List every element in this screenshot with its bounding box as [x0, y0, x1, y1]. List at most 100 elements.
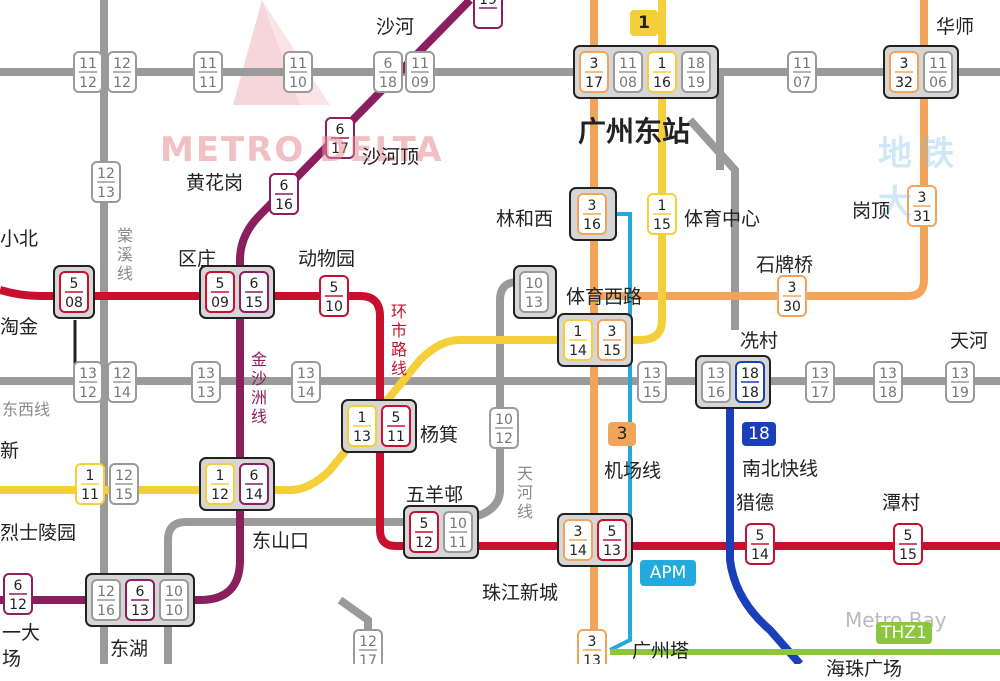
line5-path: [0, 286, 1000, 550]
station-badge-6-15: 615: [239, 271, 269, 313]
badge-line-number: 13: [879, 366, 897, 382]
station-shipaiqiao: 石牌桥: [756, 254, 814, 276]
badge-station-number: 14: [113, 385, 131, 401]
badge-station-number: 15: [643, 385, 661, 401]
badge-line-number: 5: [904, 528, 913, 544]
badge-line-number: 11: [199, 56, 217, 72]
badge-line-number: 13: [297, 366, 315, 382]
badge-station-number: 30: [783, 299, 801, 315]
station-xiaobei: 小北: [0, 228, 39, 250]
badge-line-number: 11: [79, 56, 97, 72]
station-liede: 猎德: [736, 492, 775, 514]
badge-station-number: 10: [165, 603, 183, 619]
badge-line-number: 11: [793, 56, 811, 72]
station-taojin: 淘金: [0, 316, 39, 338]
badge-station-number: 08: [619, 75, 637, 91]
badge-line-number: 12: [97, 166, 115, 182]
badge-station-number: 14: [751, 547, 769, 563]
badge-line-number: 3: [588, 198, 597, 214]
badge-station-number: 13: [97, 185, 115, 201]
badge-station-number: 15: [115, 487, 133, 503]
badge-station-number: 14: [297, 385, 315, 401]
station-badge-3-30: 330: [777, 275, 807, 317]
badge-station-number: 12: [9, 597, 27, 613]
station-guangzhouta: 广州塔: [632, 640, 690, 662]
badge-station-number: 19: [687, 75, 705, 91]
badge-station-number: 17: [811, 385, 829, 401]
station-yangji: 杨箕: [420, 424, 459, 446]
badge-line-number: 6: [136, 584, 145, 600]
station-badge-3-17: 317: [579, 51, 609, 93]
badge-line-number: 5: [330, 280, 339, 296]
station-badge-3-14: 314: [563, 519, 593, 561]
badge-line-number: 1: [216, 468, 225, 484]
badge-station-number: 18: [741, 385, 759, 401]
grid-lines: [0, 0, 1000, 664]
badge-station-number: 17: [585, 75, 603, 91]
station-linhexi: 林和西: [496, 208, 554, 230]
station-guangzhou-east: 广州东站: [578, 115, 691, 148]
badge-line-number: 1: [658, 198, 667, 214]
station-dongshankou: 东山口: [252, 530, 310, 552]
station-badge-6-17: 617: [325, 117, 355, 159]
badge-line-number: 10: [165, 584, 183, 600]
line11-diag: [687, 117, 739, 330]
station-badge-3-31: 331: [907, 185, 937, 227]
badge-station-number: 11: [449, 535, 467, 551]
badge-station-number: 14: [569, 543, 587, 559]
badge-station-number: 16: [97, 603, 115, 619]
station-badge-5-10: 510: [319, 275, 349, 317]
badge-line-number: 6: [336, 122, 345, 138]
badge-station-number: 19: [951, 385, 969, 401]
station-ouzhuang: 区庄: [178, 248, 217, 270]
badge-line-number: 5: [608, 524, 617, 540]
badge-line-number: 3: [918, 190, 927, 206]
station-badge-3-16: 316: [577, 193, 607, 235]
badge-station-number: 09: [411, 75, 429, 91]
badge-line-number: 6: [250, 468, 259, 484]
station-badge-5-15: 515: [893, 523, 923, 565]
line-name-jinshazhou: 金沙洲线: [250, 350, 267, 426]
badge-line-number: 11: [929, 56, 947, 72]
badge-line-number: 5: [420, 516, 429, 532]
station-gangding: 岗顶: [852, 200, 891, 222]
badge-station-number: 12: [415, 535, 433, 551]
station-badge-1-15: 115: [647, 193, 677, 235]
station-badge-5-11: 511: [381, 405, 411, 447]
tag-thz1: THZ1: [876, 622, 932, 644]
station-tiyu-zhongxin: 体育中心: [684, 208, 761, 230]
station-huashi: 华师: [936, 16, 975, 38]
badge-line-number: 13: [79, 366, 97, 382]
badge-station-number: 12: [79, 75, 97, 91]
badge-line-number: 3: [900, 56, 909, 72]
tag-line3: 3: [608, 422, 636, 446]
line-name-tangxi: 棠溪线: [116, 226, 133, 283]
badge-station-number: 11: [199, 75, 217, 91]
badge-line-number: 13: [643, 366, 661, 382]
station-huanghuagang: 黄花岗: [186, 172, 244, 194]
badge-line-number: 1: [358, 410, 367, 426]
badge-line-number: 11: [289, 56, 307, 72]
badge-station-number: 13: [353, 429, 371, 445]
badge-line-number: 3: [608, 324, 617, 340]
station-badge-1-11: 111: [75, 463, 105, 505]
station-yida: 一大: [2, 622, 41, 644]
badge-station-number: 16: [707, 385, 725, 401]
badge-line-number: 3: [588, 634, 597, 650]
badge-station-number: 15: [603, 343, 621, 359]
badge-station-number: 12: [79, 385, 97, 401]
station-badge-3-32: 332: [889, 51, 919, 93]
badge-station-number: 17: [359, 653, 377, 664]
badge-line-number: 13: [197, 366, 215, 382]
